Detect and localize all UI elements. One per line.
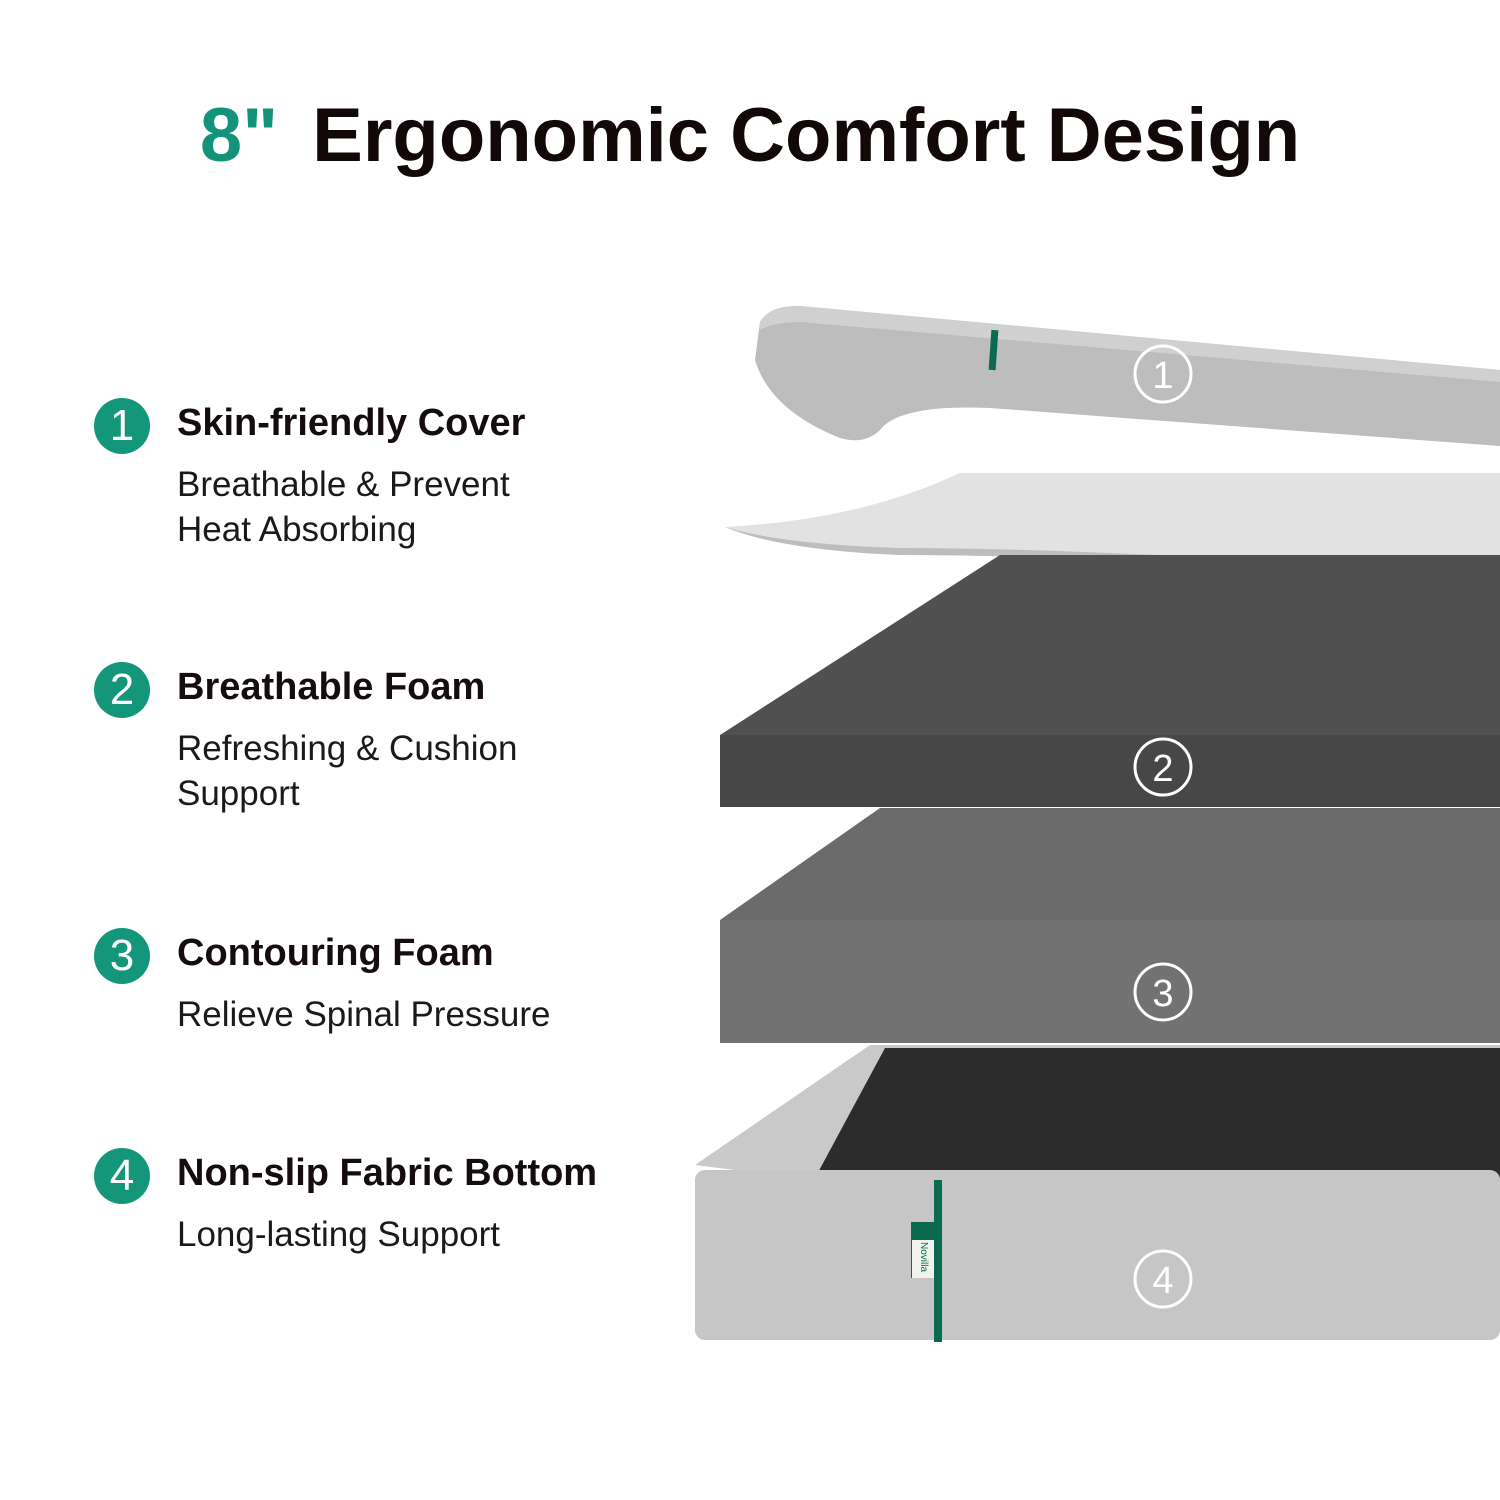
desc-line: Support — [177, 774, 300, 813]
marker-label: 1 — [1152, 355, 1173, 397]
feature-title: Non-slip Fabric Bottom — [177, 1152, 598, 1194]
green-stripe — [934, 1180, 942, 1342]
base-rim — [695, 1045, 1500, 1180]
desc-line: Breathable & Prevent — [177, 465, 510, 504]
marker-label: 3 — [1152, 973, 1173, 1015]
marker-label: 2 — [1152, 748, 1173, 790]
desc-line: Heat Absorbing — [177, 510, 417, 549]
base-side — [695, 1170, 1500, 1340]
desc-line: Refreshing & Cushion — [177, 729, 518, 768]
contouring-foam-side — [720, 920, 1500, 1043]
layer-marker-2 — [1133, 737, 1193, 797]
feature-title: Breathable Foam — [177, 666, 486, 708]
feature-title: Skin-friendly Cover — [177, 402, 526, 444]
number-badge: 2 — [94, 662, 150, 718]
number-badge: 1 — [94, 398, 150, 454]
layer-marker-1 — [1133, 344, 1193, 404]
number-badge: 4 — [94, 1148, 150, 1204]
brand-tag: Novilla — [918, 1242, 929, 1272]
number-badge: 3 — [94, 928, 150, 984]
contouring-foam-top — [720, 808, 1500, 920]
feature-title: Contouring Foam — [177, 932, 494, 974]
breathable-foam-top — [720, 555, 1500, 735]
layer-marker-4 — [1133, 1249, 1193, 1309]
fabric-sheet — [725, 473, 1500, 580]
base-inner-fabric — [815, 1048, 1500, 1178]
feature-description: Long-lasting Support — [177, 1212, 597, 1257]
breathable-foam-side — [720, 735, 1500, 807]
cover-layer — [755, 305, 1500, 446]
title-text: Ergonomic Comfort Design — [312, 93, 1301, 178]
feature-description: Relieve Spinal Pressure — [177, 992, 597, 1037]
desc-line: Relieve Spinal Pressure — [177, 995, 551, 1034]
page-title: 8" Ergonomic Comfort Design — [0, 92, 1500, 179]
mattress-height: 8" — [199, 93, 279, 178]
layer-marker-3 — [1133, 962, 1193, 1022]
marker-label: 4 — [1152, 1260, 1173, 1302]
desc-line: Long-lasting Support — [177, 1215, 500, 1254]
